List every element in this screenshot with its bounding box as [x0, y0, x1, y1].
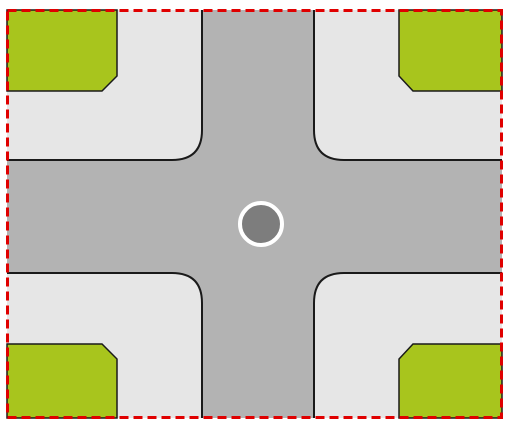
grass-bottom-right: [399, 344, 502, 418]
center-marker[interactable]: [240, 203, 282, 245]
grass-bottom-left: [7, 344, 117, 418]
grass-top-right: [399, 10, 502, 91]
grass-top-left: [7, 10, 117, 91]
